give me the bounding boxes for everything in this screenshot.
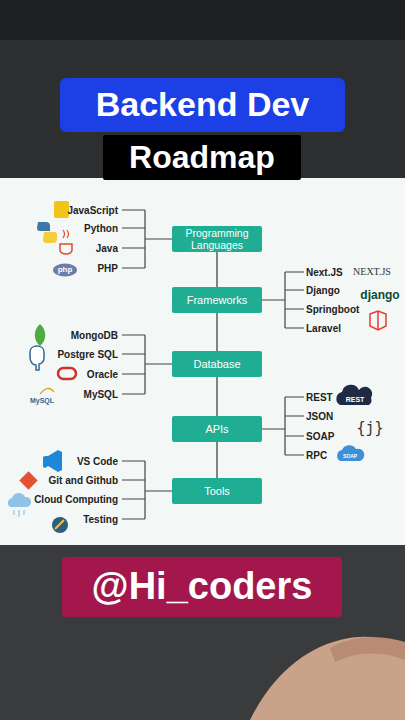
mysql-dolphin xyxy=(40,388,54,394)
rest-cloud xyxy=(336,385,372,405)
item-label: Django xyxy=(306,285,340,296)
item-label: MySQL xyxy=(84,389,118,400)
item-label: Oracle xyxy=(87,369,118,380)
process-box: Programming Languages xyxy=(172,226,262,252)
testing-icon xyxy=(52,517,68,533)
java-icon xyxy=(60,244,72,254)
python-icon xyxy=(37,222,50,231)
item-label: Git and Github xyxy=(49,475,118,486)
process-box: APIs xyxy=(172,416,262,442)
node-text: Tools xyxy=(204,485,230,498)
git-icon xyxy=(19,471,37,489)
item-label: VS Code xyxy=(77,456,118,467)
postgres-icon xyxy=(30,346,44,370)
monitor-edge xyxy=(0,0,405,40)
logo-text: MySQL xyxy=(30,397,54,405)
hand-shadow xyxy=(330,637,405,662)
bracket xyxy=(262,272,304,328)
java-steam xyxy=(63,230,69,238)
soap-cloud xyxy=(337,445,364,461)
item-label: JavaScript xyxy=(67,205,118,216)
handle-box: @Hi_coders xyxy=(62,557,342,617)
connector-line xyxy=(216,377,217,416)
logo-text: php xyxy=(58,266,73,275)
item-label: PHP xyxy=(97,263,118,274)
item-label: Java xyxy=(96,243,118,254)
php-icon xyxy=(53,264,77,277)
roadmap-card xyxy=(0,178,405,545)
subtitle-box: Roadmap xyxy=(103,135,301,180)
item-label: Next.JS xyxy=(306,267,343,278)
hand-shape xyxy=(250,637,405,720)
connector-line xyxy=(216,252,217,287)
node-text: Programming Languages xyxy=(172,227,262,251)
item-label: Springboot xyxy=(306,304,359,315)
logo-text: REST xyxy=(346,396,365,404)
item-label: JSON xyxy=(306,411,333,422)
cloud-icon xyxy=(8,493,31,507)
bracket xyxy=(122,210,172,268)
item-label: Testing xyxy=(83,514,118,525)
node-text: Database xyxy=(193,358,240,371)
logo-text: NEXT.JS xyxy=(353,266,391,277)
item-label: Postgre SQL xyxy=(57,349,118,360)
laravel-icon xyxy=(370,311,386,330)
item-label: SOAP xyxy=(306,431,334,442)
logo-text: SOAP xyxy=(343,454,357,460)
bracket xyxy=(122,461,172,519)
item-label: Laravel xyxy=(306,323,341,334)
process-box: Tools xyxy=(172,478,262,504)
desk-surface xyxy=(0,545,405,720)
bracket xyxy=(262,397,304,455)
process-box: Database xyxy=(172,351,262,377)
oracle-icon xyxy=(58,368,76,379)
logo-text: {j} xyxy=(356,420,383,437)
cloud-rain xyxy=(14,510,24,517)
bracket xyxy=(122,335,172,394)
dark-backdrop xyxy=(0,0,405,178)
vscode-icon xyxy=(43,450,62,472)
connector-line xyxy=(216,442,217,478)
item-label: Python xyxy=(84,223,118,234)
process-box: Frameworks xyxy=(172,287,262,313)
python-icon xyxy=(43,232,57,243)
testing-mark xyxy=(55,520,64,529)
js-icon xyxy=(54,201,69,218)
item-label: Cloud Computing xyxy=(34,494,118,505)
item-label: REST xyxy=(306,392,333,403)
mongodb-icon xyxy=(35,324,46,346)
node-text: @Hi_coders xyxy=(92,565,313,609)
bracket-lines xyxy=(122,210,304,519)
node-text: Frameworks xyxy=(187,294,248,307)
connector-line xyxy=(216,313,217,351)
node-text: Roadmap xyxy=(129,139,275,176)
item-label: MongoDB xyxy=(71,330,118,341)
title-box: Backend Dev xyxy=(60,78,345,132)
logo-text: django xyxy=(360,289,399,302)
node-text: Backend Dev xyxy=(96,85,310,124)
node-text: APIs xyxy=(205,423,228,436)
item-label: RPC xyxy=(306,450,327,461)
